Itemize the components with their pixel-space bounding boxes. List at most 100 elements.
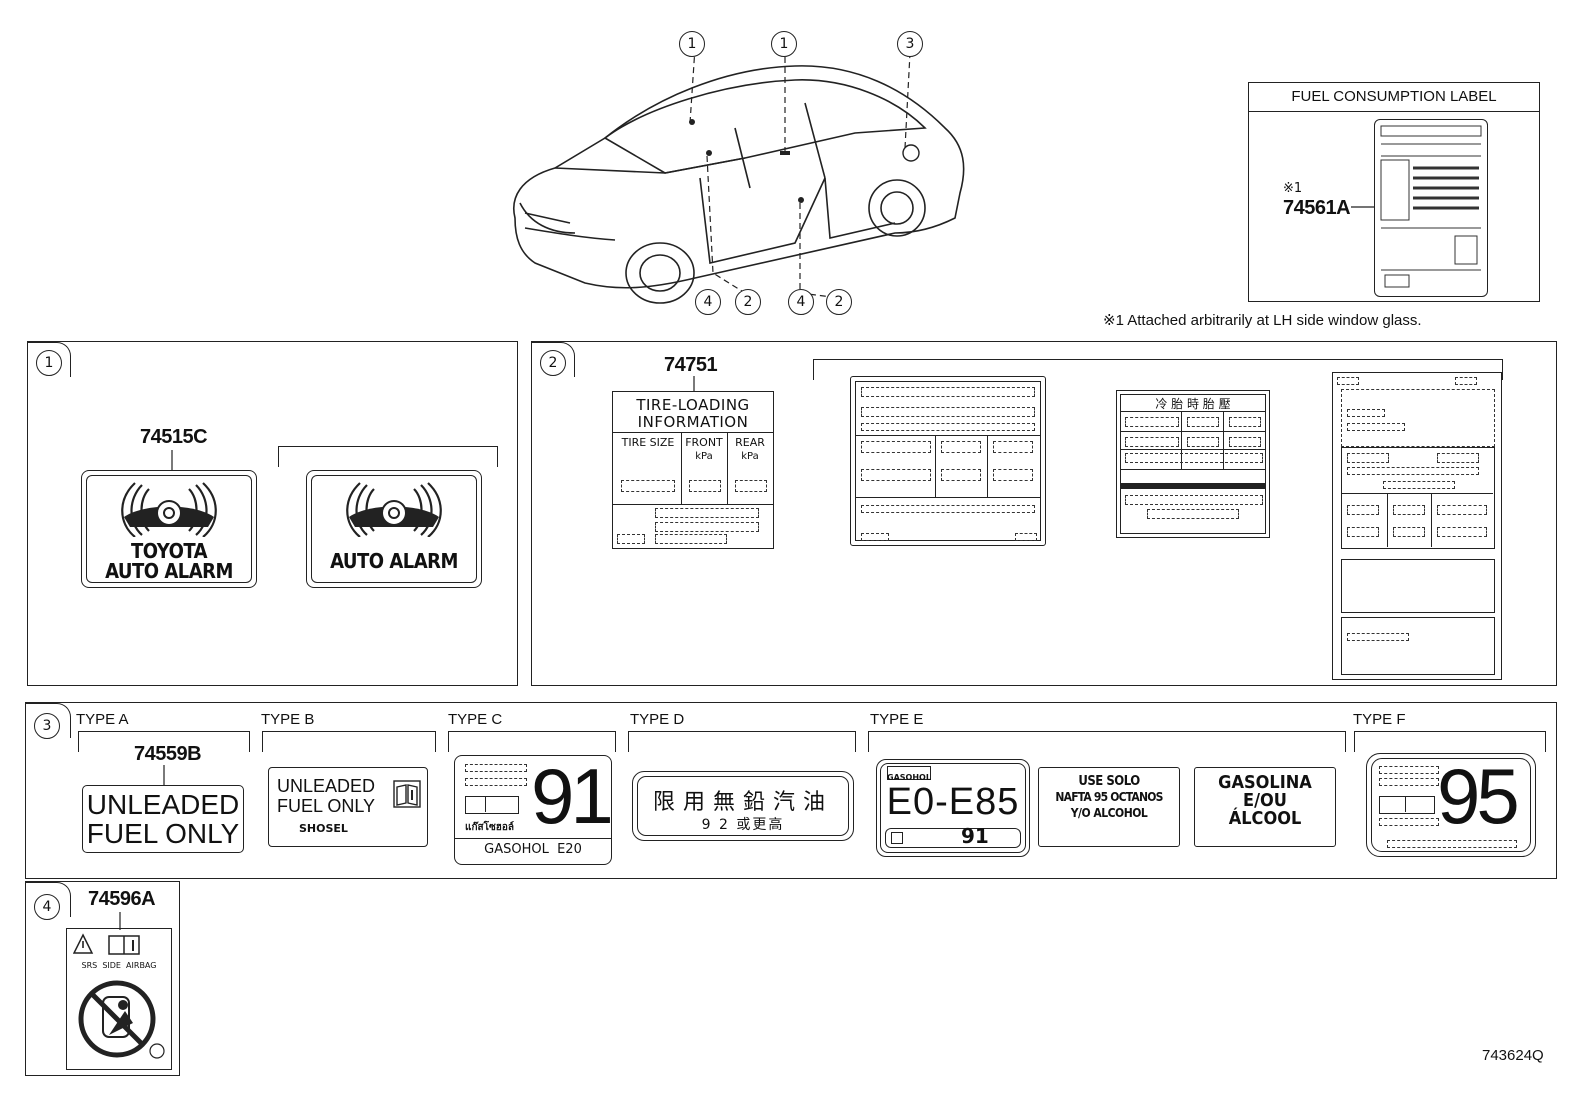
- bracket-a: [78, 731, 250, 752]
- panel-1-alarm: 1 74515C TOYOTA AUTO ALARM AUTO: [27, 341, 518, 686]
- variant-bracket: [278, 446, 498, 467]
- col-tire-size: TIRE SIZE: [621, 436, 675, 449]
- type-e-num: 91: [961, 824, 989, 848]
- type-a-label: TYPE A: [76, 711, 129, 728]
- type-c-number: 91: [531, 752, 614, 840]
- label-line-1: TOYOTA: [130, 539, 208, 563]
- fuel-label-ref-mark: ※1: [1283, 181, 1303, 196]
- type-d-label: TYPE D: [630, 711, 685, 728]
- tire-title-2: INFORMATION: [637, 413, 749, 431]
- leader-line: [693, 376, 695, 392]
- type-e2-line2: NAFTA 95 OCTANOS: [1055, 790, 1163, 804]
- type-e2-line1: USE SOLO: [1078, 774, 1140, 789]
- label-type-e-nafta: USE SOLO NAFTA 95 OCTANOS Y/O ALCOHOL: [1038, 767, 1180, 847]
- type-e-main: E0-E85: [886, 781, 1020, 823]
- bracket-f: [1354, 731, 1546, 752]
- alarm-icon: [346, 482, 442, 537]
- callout-1-roof: 1: [679, 31, 705, 57]
- callout-2-rear: 2: [826, 289, 852, 315]
- variant-bracket: [813, 359, 1503, 380]
- leader-line: [171, 450, 173, 472]
- type-b-logo: SHOSEL: [299, 822, 348, 835]
- fuel-consumption-panel: FUEL CONSUMPTION LABEL ※1 74561A: [1248, 82, 1540, 302]
- cjk-header: 冷 胎 時 胎 壓: [1155, 397, 1231, 411]
- leader-line: [1351, 206, 1375, 208]
- type-d-line2: 9 2 或更高: [701, 817, 785, 833]
- airbag-caption: SRS SIDE AIRBAG: [81, 961, 157, 970]
- panel-number: 1: [36, 350, 62, 376]
- bracket-b: [262, 731, 436, 752]
- label-line-2: AUTO ALARM: [105, 559, 233, 583]
- fuel-label-sticker: [1374, 119, 1488, 297]
- type-e3-line3: ÁLCOOL: [1228, 808, 1302, 829]
- type-f-number: 95: [1437, 752, 1520, 840]
- bracket-e: [868, 731, 1346, 752]
- col-front-unit: kPa: [695, 451, 713, 462]
- tire-placard-variant-3: [1332, 372, 1502, 680]
- leader-line: [119, 912, 121, 930]
- tire-title-1: TIRE-LOADING: [636, 396, 750, 414]
- label-type-f: 95: [1366, 752, 1536, 857]
- label-type-e-gasolina: GASOLINA E/OU ÁLCOOL: [1194, 767, 1336, 847]
- part-number-74561A: 74561A: [1283, 197, 1351, 219]
- alarm-icon: [121, 482, 217, 537]
- panel-number: 2: [540, 350, 566, 376]
- airbag-warning-label: SRS SIDE AIRBAG: [66, 928, 172, 1070]
- panel-4-airbag: 4 74596A SRS SIDE AIRBAG: [25, 881, 180, 1076]
- vehicle-illustration: [495, 28, 975, 328]
- label-type-b: UNLEADED FUEL ONLY SHOSEL: [268, 767, 428, 847]
- tire-placard-variant-1: [850, 376, 1046, 546]
- type-e3-line1: GASOLINA: [1218, 772, 1312, 793]
- type-b-line1: UNLEADED: [277, 776, 376, 796]
- leader-line: [163, 765, 165, 785]
- label-type-c: แก๊สโซฮอล์ 91 GASOHOL E20: [454, 752, 614, 865]
- bracket-d: [628, 731, 856, 752]
- type-a-line2: FUEL ONLY: [86, 818, 240, 849]
- type-b-label: TYPE B: [261, 711, 315, 728]
- callout-3-fuel: 3: [897, 31, 923, 57]
- type-f-label: TYPE F: [1353, 711, 1406, 728]
- fuel-label-title: FUEL CONSUMPTION LABEL: [1249, 83, 1539, 112]
- label-type-a: UNLEADED FUEL ONLY: [82, 785, 244, 853]
- type-d-line1: 限用無鉛汽油: [652, 790, 833, 815]
- label-type-d: 限用無鉛汽油 9 2 或更高: [632, 771, 854, 841]
- callout-4-front: 4: [695, 289, 721, 315]
- bracket-c: [448, 731, 616, 752]
- col-rear: REAR: [735, 436, 765, 449]
- part-number-74515C: 74515C: [140, 426, 208, 448]
- col-rear-unit: kPa: [741, 451, 759, 462]
- panel-2-tire: 2 74751 TIRE-LOADING INFORMATION TIRE SI…: [531, 341, 1557, 686]
- panel-number: 4: [34, 894, 60, 920]
- part-number-74596A: 74596A: [88, 888, 156, 910]
- label-auto-alarm: AUTO ALARM: [306, 470, 482, 588]
- type-c-bottom: GASOHOL E20: [484, 842, 582, 857]
- callout-1-door: 1: [771, 31, 797, 57]
- panel-3-fuel-labels: 3 TYPE A TYPE B TYPE C TYPE D TYPE E TYP…: [25, 702, 1557, 879]
- type-e-tag: GASOHOL: [887, 773, 931, 782]
- callout-4-rear: 4: [788, 289, 814, 315]
- fuel-sticker-graphic: [1380, 125, 1482, 288]
- warning-triangle-icon: [73, 933, 140, 955]
- col-front: FRONT: [685, 436, 723, 449]
- no-child-seat-icon: [78, 980, 165, 1059]
- fuel-label-note: ※1 Attached arbitrarily at LH side windo…: [1103, 312, 1422, 329]
- diagram-code: 743624Q: [1482, 1047, 1544, 1064]
- type-b-line2: FUEL ONLY: [277, 796, 376, 816]
- label-line: AUTO ALARM: [330, 549, 458, 573]
- type-e-label: TYPE E: [870, 711, 924, 728]
- tire-loading-label: TIRE-LOADING INFORMATION TIRE SIZE FRONT…: [612, 391, 774, 549]
- part-number-74751: 74751: [664, 354, 718, 376]
- type-e3-line2: E/OU: [1243, 790, 1287, 811]
- panel-number: 3: [34, 713, 60, 739]
- type-c-thai: แก๊สโซฮอล์: [465, 822, 514, 833]
- label-type-e-gasohol: GASOHOL E0-E85 91: [876, 759, 1030, 857]
- label-toyota-auto-alarm: TOYOTA AUTO ALARM: [81, 470, 257, 588]
- type-a-line1: UNLEADED: [86, 789, 240, 820]
- tire-placard-variant-2: 冷 胎 時 胎 壓: [1116, 390, 1270, 538]
- car-drawing: [513, 47, 965, 304]
- callout-2-front: 2: [735, 289, 761, 315]
- type-e2-line3: Y/O ALCOHOL: [1070, 806, 1148, 820]
- type-c-label: TYPE C: [448, 711, 503, 728]
- manual-book-icon: [393, 780, 421, 808]
- part-number-74559B: 74559B: [134, 743, 202, 765]
